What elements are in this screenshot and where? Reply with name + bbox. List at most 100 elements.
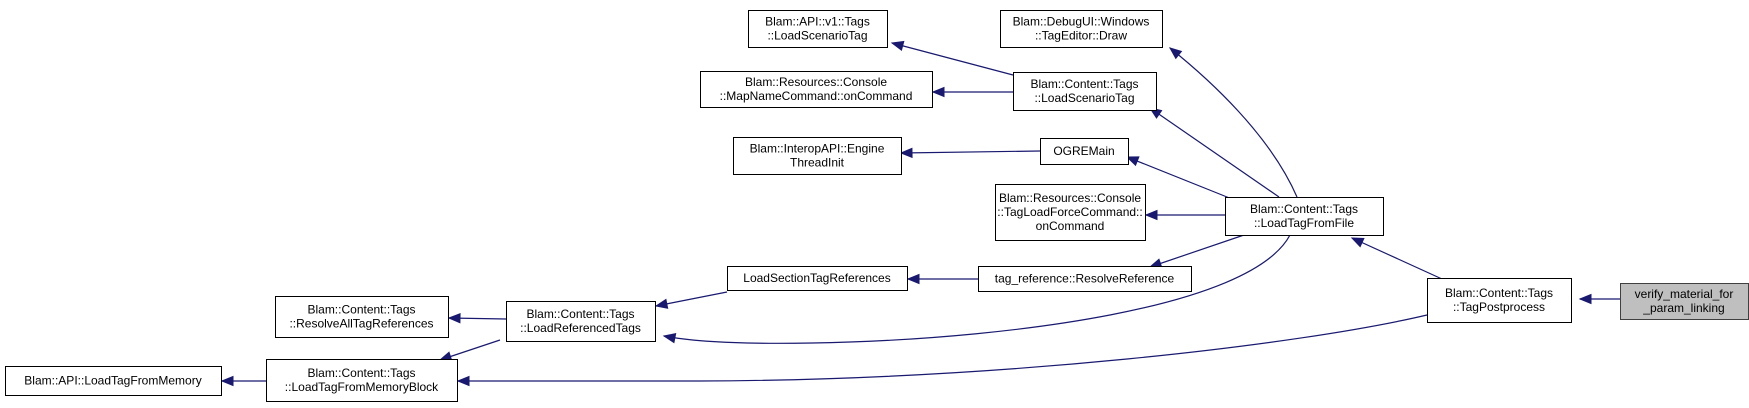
node-label-line: OGREMain xyxy=(1053,144,1114,158)
node-box xyxy=(733,137,902,175)
node-box xyxy=(1000,10,1163,48)
edge-line xyxy=(1149,107,1280,198)
edge-tagpost-to-memblock xyxy=(456,314,1428,387)
node-apiv1[interactable]: Blam::API::v1::Tags::LoadScenarioTag xyxy=(748,10,888,48)
node-label-line: ::LoadTagFromFile xyxy=(1254,216,1354,230)
arrowhead-icon xyxy=(1125,156,1140,167)
edge-loadfile-to-debugui xyxy=(1168,47,1298,198)
edges-layer xyxy=(220,40,1620,387)
node-label-line: ::ResolveAllTagReferences xyxy=(289,317,433,331)
arrowhead-icon xyxy=(1144,209,1158,221)
node-box xyxy=(1427,278,1572,323)
edge-line xyxy=(891,42,1014,76)
edge-line xyxy=(663,234,1291,344)
node-label-line: LoadSectionTagReferences xyxy=(743,271,890,285)
node-label-line: Blam::Resources::Console xyxy=(745,75,887,89)
node-label-line: ::TagLoadForceCommand:: xyxy=(997,205,1142,219)
edge-line xyxy=(1351,237,1443,280)
node-label-line: verify_material_for xyxy=(1635,287,1734,301)
node-label-line: Blam::Content::Tags xyxy=(1445,286,1553,300)
node-label-line: ::LoadScenarioTag xyxy=(1034,91,1134,105)
edge-loadrefd-to-memblock xyxy=(438,339,501,362)
edge-loadfile-to-resolveref xyxy=(1148,234,1245,269)
edge-line xyxy=(1169,47,1298,198)
arrowhead-icon xyxy=(447,312,461,324)
node-box xyxy=(727,266,908,291)
node-box xyxy=(748,10,888,48)
arrowhead-icon xyxy=(220,375,234,387)
node-tagpost[interactable]: Blam::Content::Tags::TagPostprocess xyxy=(1427,278,1572,323)
arrowhead-icon xyxy=(654,298,669,309)
node-box xyxy=(1040,138,1129,165)
edge-ogre-to-interop xyxy=(899,147,1041,159)
node-loadfile[interactable]: Blam::Content::Tags::LoadTagFromFile xyxy=(1225,197,1384,236)
node-loadscen[interactable]: Blam::Content::Tags::LoadScenarioTag xyxy=(1013,72,1157,111)
node-box xyxy=(506,301,656,342)
node-box xyxy=(5,366,222,396)
node-label-line: ::LoadScenarioTag xyxy=(767,29,867,43)
edge-loadfile-to-loadscen xyxy=(1148,107,1280,198)
edge-resolveref-to-loadsection xyxy=(906,273,978,285)
edge-loadrefd-to-resolveall xyxy=(447,312,507,324)
node-verify[interactable]: verify_material_for_param_linking xyxy=(1620,283,1749,320)
edge-line xyxy=(1126,156,1233,200)
node-mapname[interactable]: Blam::Resources::Console::MapNameCommand… xyxy=(700,71,933,108)
node-label-line: ::TagEditor::Draw xyxy=(1035,29,1127,43)
node-loadsection[interactable]: LoadSectionTagReferences xyxy=(727,266,908,291)
node-label-line: ThreadInit xyxy=(790,156,845,170)
node-box xyxy=(266,359,458,402)
edge-line xyxy=(900,150,1041,154)
edge-loadfile-to-tagforce xyxy=(1144,209,1225,221)
edge-tagpost-to-loadfile xyxy=(1350,237,1443,280)
edge-loadsection-to-loadrefd xyxy=(654,291,728,309)
node-label-line: Blam::Resources::Console xyxy=(999,191,1141,205)
node-box xyxy=(1225,197,1384,236)
node-box xyxy=(1013,72,1157,111)
node-label-line: onCommand xyxy=(1036,219,1105,233)
node-label-line: Blam::API::v1::Tags xyxy=(765,15,870,29)
arrowhead-icon xyxy=(931,86,945,98)
node-box xyxy=(995,184,1146,241)
node-apimem[interactable]: Blam::API::LoadTagFromMemory xyxy=(5,366,222,396)
node-label-line: Blam::Content::Tags xyxy=(1250,202,1358,216)
arrowhead-icon xyxy=(1578,293,1592,305)
node-label-line: ::LoadTagFromMemoryBlock xyxy=(285,380,439,394)
node-label-line: Blam::DebugUI::Windows xyxy=(1013,15,1150,29)
nodes-layer: verify_material_for_param_linkingBlam::C… xyxy=(5,10,1749,402)
node-label-line: _param_linking xyxy=(1642,301,1724,315)
arrowhead-icon xyxy=(890,40,905,52)
arrowhead-icon xyxy=(1350,237,1365,248)
node-label-line: tag_reference::ResolveReference xyxy=(995,272,1175,286)
node-resolveall[interactable]: Blam::Content::Tags::ResolveAllTagRefere… xyxy=(275,296,449,338)
node-box xyxy=(275,296,449,338)
edge-line xyxy=(1149,234,1245,268)
edge-loadfile-to-ogre xyxy=(1125,156,1233,200)
node-resolveref[interactable]: tag_reference::ResolveReference xyxy=(978,266,1192,292)
node-ogre[interactable]: OGREMain xyxy=(1040,138,1129,165)
node-label-line: ::TagPostprocess xyxy=(1453,300,1545,314)
node-label-line: Blam::Content::Tags xyxy=(526,307,634,321)
node-label-line: Blam::InteropAPI::Engine xyxy=(750,142,885,156)
node-label-line: Blam::API::LoadTagFromMemory xyxy=(24,374,201,388)
arrowhead-icon xyxy=(662,333,677,344)
node-box xyxy=(1620,283,1749,320)
node-loadrefd[interactable]: Blam::Content::Tags::LoadReferencedTags xyxy=(506,301,656,342)
node-label-line: Blam::Content::Tags xyxy=(307,366,415,380)
arrowhead-icon xyxy=(899,147,913,159)
node-box xyxy=(978,266,1192,292)
arrowhead-icon xyxy=(906,273,920,285)
edge-verify-to-tagpost xyxy=(1578,293,1620,305)
edge-loadfile-to-loadrefd xyxy=(662,234,1291,344)
edge-line xyxy=(655,291,728,307)
arrowhead-icon xyxy=(456,375,470,387)
node-memblock[interactable]: Blam::Content::Tags::LoadTagFromMemoryBl… xyxy=(266,359,458,402)
edge-memblock-to-apimem xyxy=(220,375,266,387)
node-label-line: ::LoadReferencedTags xyxy=(520,321,641,335)
edge-line xyxy=(458,314,1428,382)
node-label-line: Blam::Content::Tags xyxy=(307,303,415,317)
node-tagforce[interactable]: Blam::Resources::Console::TagLoadForceCo… xyxy=(995,184,1146,241)
node-debugui[interactable]: Blam::DebugUI::Windows::TagEditor::Draw xyxy=(1000,10,1163,48)
edge-loadscen-to-mapname xyxy=(931,86,1013,98)
